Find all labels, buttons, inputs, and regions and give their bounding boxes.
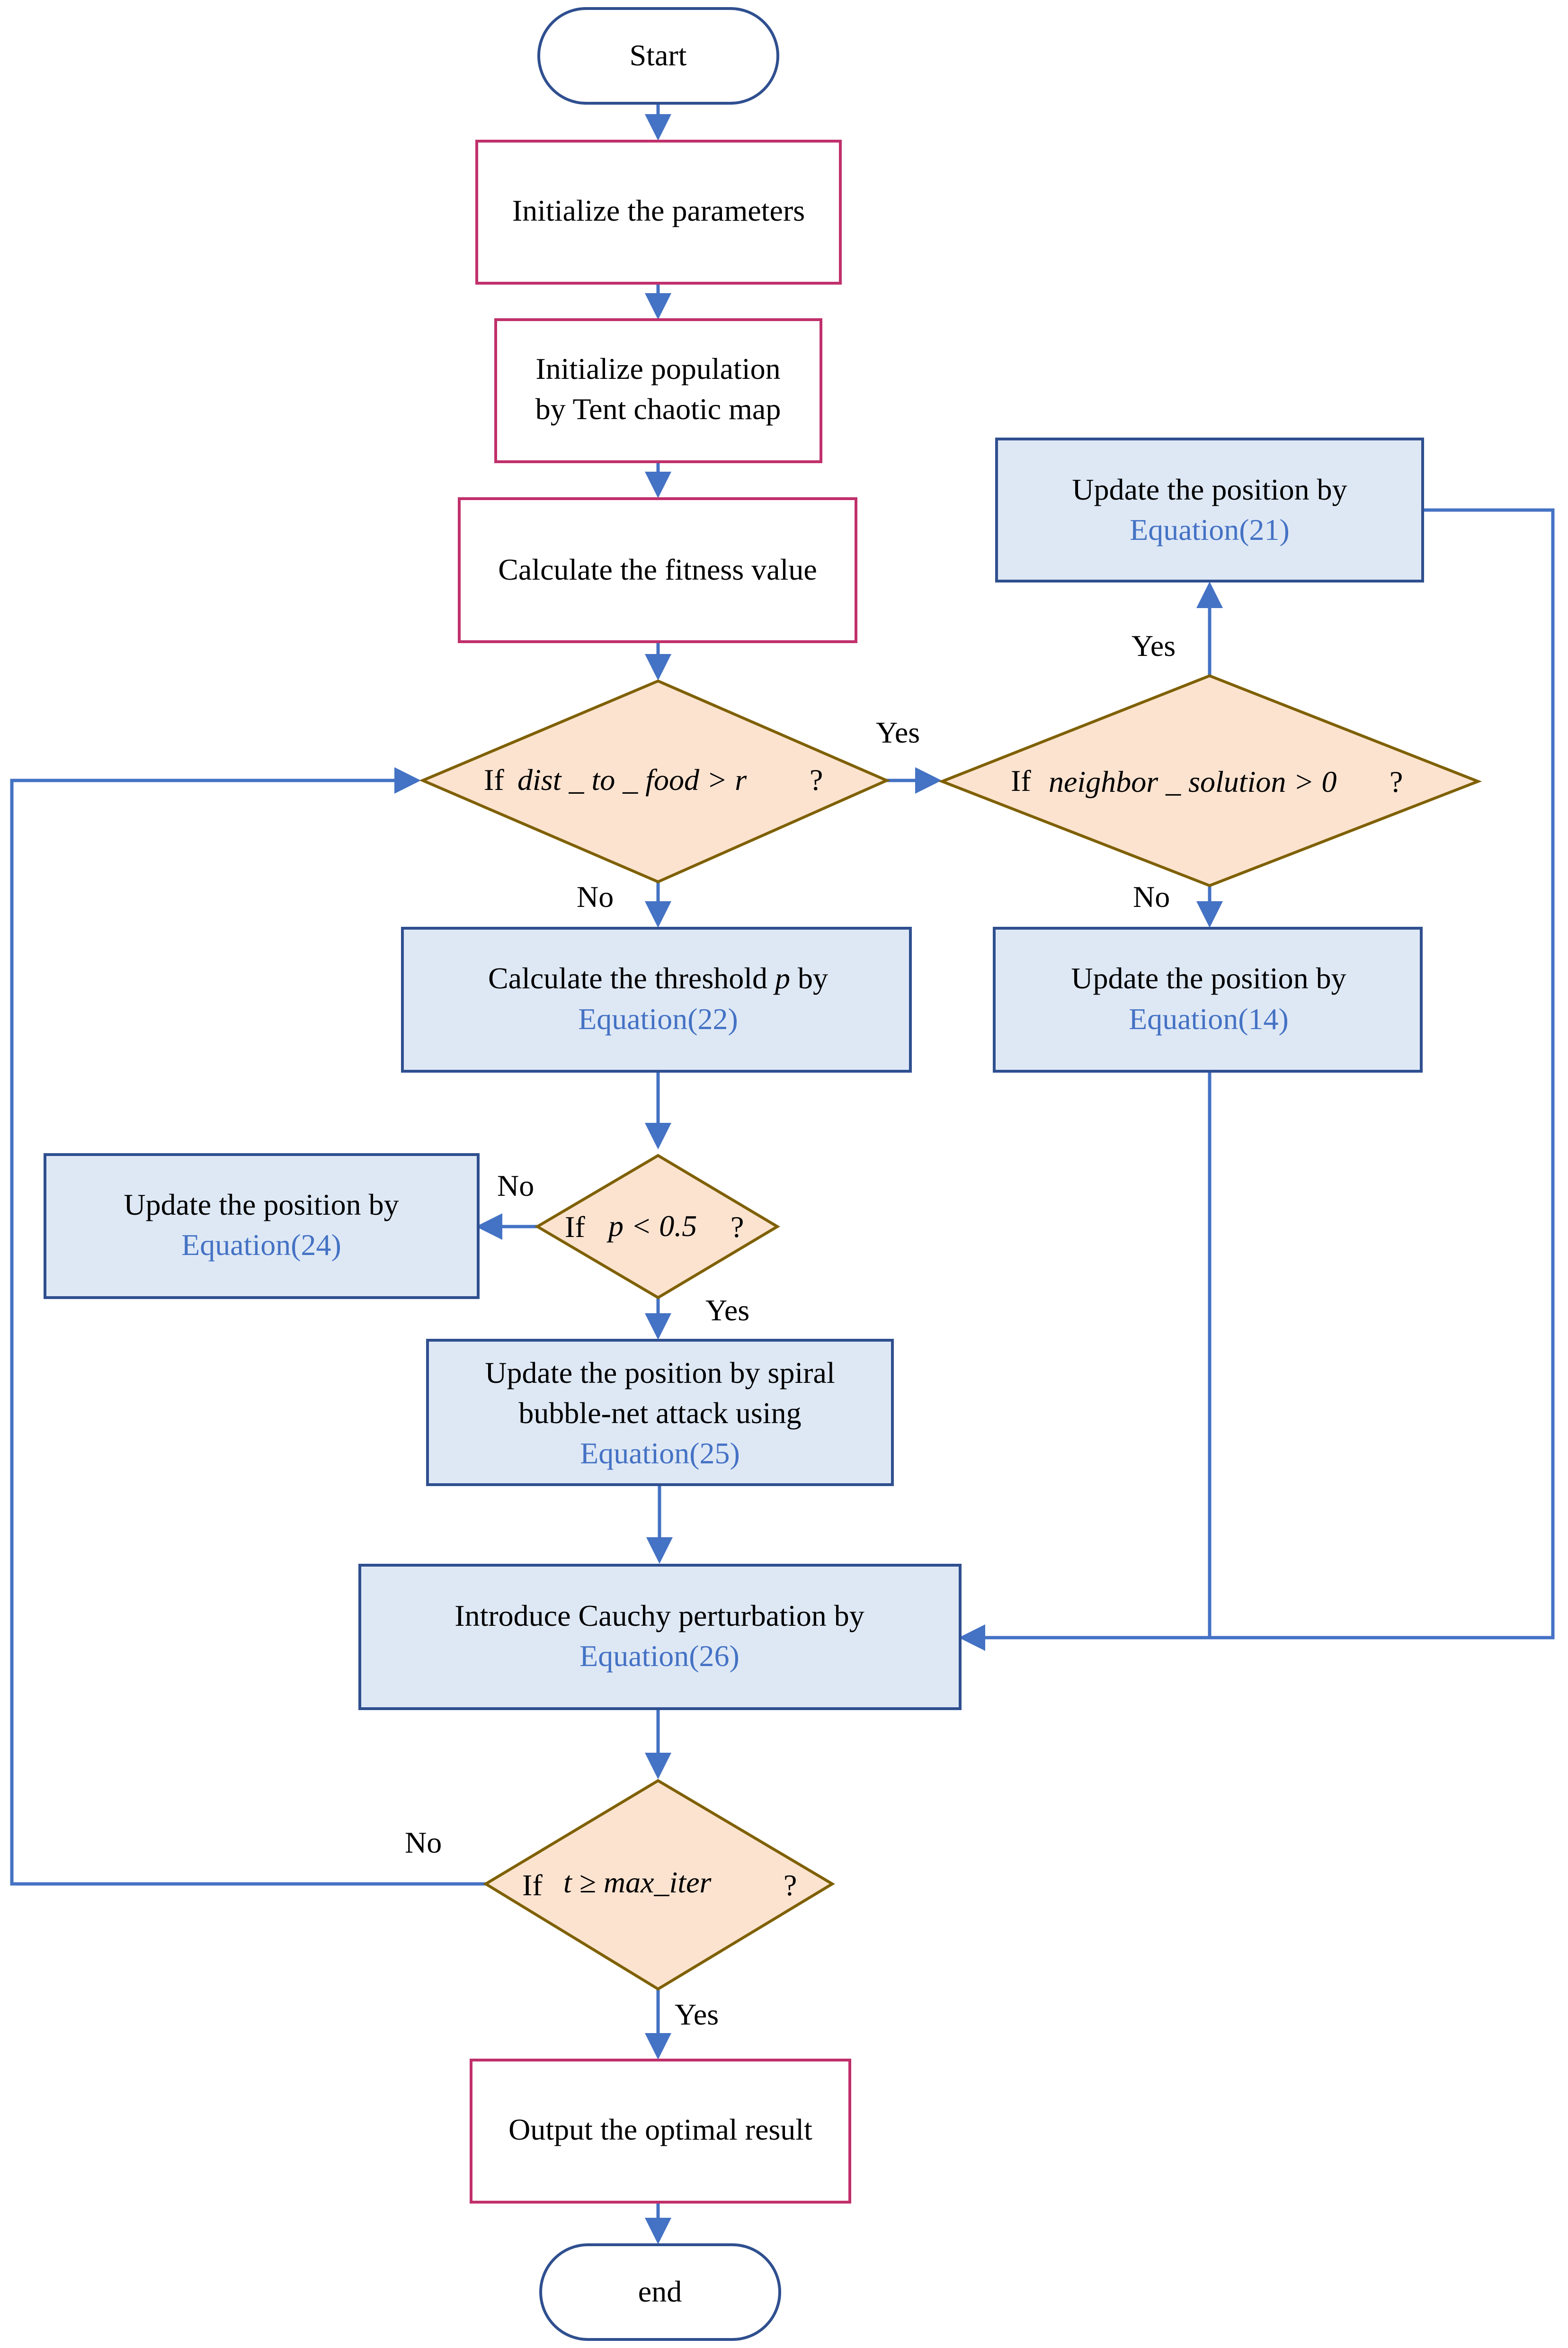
output-label: Output the optimal result bbox=[508, 2113, 812, 2146]
decision-iter: If t ≥ max_iter ? bbox=[483, 1779, 835, 1991]
threshold-text-a: Calculate the threshold bbox=[488, 961, 767, 995]
line-eq21-to-cauchy bbox=[1210, 508, 1555, 1640]
init-population-line1: Initialize population bbox=[535, 352, 780, 385]
spiral-line2: bubble-net attack using bbox=[518, 1396, 801, 1430]
label-no-p: No bbox=[497, 1169, 534, 1202]
threshold-p: p bbox=[773, 961, 790, 995]
update-eq14-line1: Update the position by bbox=[1071, 961, 1346, 995]
spiral-box: Update the position by spiral bubble-net… bbox=[426, 1339, 894, 1486]
label-no-neighbor: No bbox=[1133, 880, 1170, 914]
fitness-label: Calculate the fitness value bbox=[498, 553, 817, 586]
label-yes-p: Yes bbox=[705, 1293, 749, 1327]
decision-neighbor-suffix: ? bbox=[1390, 765, 1403, 798]
update-eq14-equation: Equation(14) bbox=[1129, 1002, 1289, 1036]
decision-dist-suffix: ? bbox=[810, 763, 823, 797]
label-yes-neighbor: Yes bbox=[1131, 629, 1176, 663]
cauchy-box: Introduce Cauchy perturbation by Equatio… bbox=[358, 1564, 962, 1710]
decision-p-suffix: ? bbox=[731, 1210, 744, 1244]
cauchy-equation: Equation(26) bbox=[579, 1639, 739, 1673]
threshold-text-b: by bbox=[798, 961, 828, 995]
update-eq24-box: Update the position by Equation(24) bbox=[44, 1153, 480, 1299]
update-eq24-line1: Update the position by bbox=[124, 1188, 399, 1221]
spiral-line1: Update the position by spiral bbox=[485, 1356, 835, 1389]
label-yes-dist: Yes bbox=[876, 716, 920, 749]
arrow-eq14-to-cauchy bbox=[959, 1071, 1212, 1651]
decision-dist-expr: dist _ to _ food > r bbox=[517, 763, 747, 797]
decision-dist-to-food: If dist _ to _ food > r ? bbox=[419, 679, 891, 884]
label-no-iter: No bbox=[405, 1826, 442, 1859]
decision-iter-prefix: If bbox=[522, 1868, 543, 1902]
cauchy-line1: Introduce Cauchy perturbation by bbox=[454, 1599, 864, 1632]
threshold-box: Calculate the threshold p by Equation(22… bbox=[401, 927, 912, 1073]
fitness-box: Calculate the fitness value bbox=[458, 497, 857, 643]
decision-dist-prefix: If bbox=[484, 763, 504, 797]
update-eq14-box: Update the position by Equation(14) bbox=[993, 927, 1423, 1073]
threshold-equation: Equation(22) bbox=[578, 1002, 738, 1036]
init-population-line2: by Tent chaotic map bbox=[535, 392, 781, 426]
update-eq21-box: Update the position by Equation(21) bbox=[995, 438, 1424, 583]
update-eq21-line1: Update the position by bbox=[1072, 473, 1347, 506]
update-eq24-equation: Equation(24) bbox=[181, 1228, 341, 1262]
arrow-iter-no-loop bbox=[10, 767, 486, 1886]
output-box: Output the optimal result bbox=[470, 2059, 851, 2204]
decision-neighbor-solution: If neighbor _ solution > 0 ? bbox=[938, 674, 1482, 887]
threshold-line1: Calculate the threshold p by bbox=[488, 961, 828, 995]
connectors bbox=[10, 103, 1555, 2244]
init-params-label: Initialize the parameters bbox=[512, 194, 805, 227]
decision-iter-suffix: ? bbox=[784, 1868, 797, 1902]
decision-p-expr: p < 0.5 bbox=[606, 1209, 697, 1243]
end-terminal: end bbox=[539, 2243, 781, 2341]
init-params-box: Initialize the parameters bbox=[475, 140, 842, 285]
decision-iter-iter: iter bbox=[669, 1865, 712, 1899]
spiral-equation: Equation(25) bbox=[580, 1436, 740, 1470]
init-population-box: Initialize population by Tent chaotic ma… bbox=[494, 318, 822, 463]
end-label: end bbox=[638, 2275, 682, 2308]
decision-neighbor-expr: neighbor _ solution > 0 bbox=[1049, 765, 1337, 798]
start-terminal: Start bbox=[537, 7, 779, 105]
start-label: Start bbox=[630, 38, 687, 72]
label-yes-iter: Yes bbox=[675, 1998, 719, 2031]
decision-iter-t: t ≥ max_ bbox=[563, 1865, 670, 1899]
decision-p-prefix: If bbox=[565, 1210, 585, 1244]
update-eq21-equation: Equation(21) bbox=[1130, 513, 1290, 547]
decision-neighbor-prefix: If bbox=[1011, 764, 1031, 798]
decision-p: If p < 0.5 ? bbox=[535, 1154, 780, 1299]
branch-labels: Yes No Yes No No Yes No Yes bbox=[405, 629, 1176, 2031]
label-no-dist: No bbox=[577, 880, 614, 914]
decision-iter-expr: t ≥ max_iter bbox=[563, 1865, 712, 1899]
